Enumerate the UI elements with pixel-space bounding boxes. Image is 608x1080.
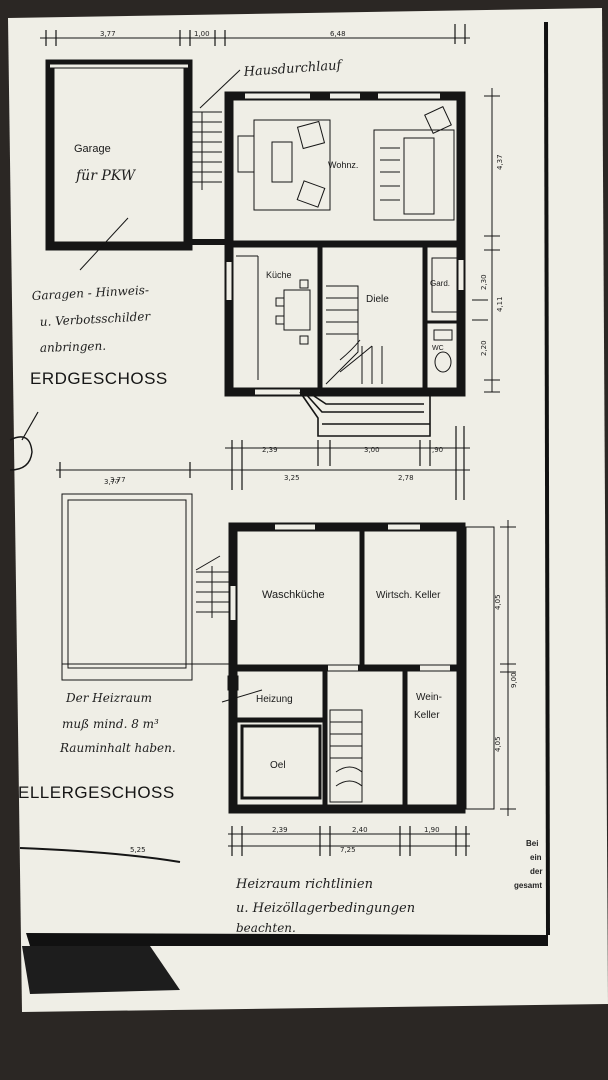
dim-right-1: 4,37 — [496, 154, 504, 170]
room-label-wirtschaftskeller: Wirtsch. Keller — [376, 590, 441, 601]
handnote-garage-2: u. Verbotsschilder — [39, 309, 151, 329]
dim-top-2: 1,00 — [194, 30, 210, 38]
side-note-4: gesamt — [514, 881, 542, 890]
footer-note-1: Heizraum richtlinien — [235, 877, 373, 892]
room-label-wohnzimmer: Wohnz. — [328, 160, 358, 170]
footer-note-3: beachten. — [236, 921, 296, 935]
handnote-heizraum-2: muß mind. 8 m³ — [62, 717, 159, 731]
sheet-border-right — [544, 21, 550, 936]
dim-basement-1: 2,39 — [272, 826, 288, 834]
room-label-garage: Garage — [74, 143, 111, 155]
dim-bottom-b1: 3,25 — [284, 474, 300, 482]
dim-right-3: 4,11 — [496, 296, 504, 312]
room-label-wc: WC — [432, 345, 444, 352]
dim-basement-2: 2,40 — [352, 826, 368, 834]
room-label-waschkueche: Waschküche — [262, 589, 325, 601]
dim-top-3: 6,48 — [330, 30, 346, 38]
handnote-garage-1: Garagen - Hinweis- — [31, 283, 149, 303]
ground-floor-title: ERDGESCHOSS — [30, 369, 168, 388]
dim-basement-right-2: 9,00 — [510, 672, 518, 688]
dim-basement-total-1: 5,25 — [130, 846, 146, 854]
handnote-hausdurchlauf: Hausdurchlauf — [242, 58, 344, 80]
dim-right-2: 2,30 — [480, 274, 488, 290]
footer-handnote: Heizraum richtlinien u. Heizöllagerbedin… — [235, 877, 415, 935]
side-note-3: der — [530, 867, 542, 876]
basement-labels: Waschküche Wirtsch. Keller Heizung Wein-… — [18, 478, 518, 854]
room-label-garderobe: Gard. — [430, 279, 450, 288]
room-label-oel: Oel — [270, 760, 286, 771]
dim-bottom-b2: 2,78 — [398, 474, 414, 482]
sheet-border-bottom — [26, 933, 548, 946]
handnote-heizraum-3: Rauminhalt haben. — [59, 741, 176, 755]
room-label-heizung: Heizung — [256, 694, 293, 705]
room-label-garage-pkw: für PKW — [75, 168, 137, 184]
paper-sheet — [8, 8, 608, 1012]
shadow-band — [22, 946, 180, 994]
room-label-diele: Diele — [366, 294, 389, 305]
side-note-1: Bei — [526, 839, 538, 848]
dim-right-4: 2,20 — [480, 340, 488, 356]
room-label-weinkeller-1: Wein- — [416, 692, 442, 703]
side-note-2: ein — [530, 853, 542, 862]
ground-floor-labels: 3,77 1,00 6,48 Hausdurchlauf Garage für … — [30, 30, 504, 484]
handnote-heizraum-1: Der Heizraum — [65, 691, 152, 705]
room-label-weinkeller-2: Keller — [414, 710, 440, 721]
basement-title: ELLERGESCHOSS — [18, 783, 175, 802]
dim-bottom-a3: ,90 — [432, 446, 443, 454]
footer-note-2: u. Heizöllagerbedingungen — [236, 901, 415, 916]
dim-basement-right-3: 4,05 — [494, 736, 502, 752]
handnote-garage-3: anbringen. — [40, 339, 107, 355]
dim-top-1: 3,77 — [100, 30, 116, 38]
dim-basement-garage: 3,77 — [104, 478, 120, 486]
dim-bottom-garage: 3,77 — [110, 476, 126, 484]
dim-bottom-a1: 2,39 — [262, 446, 278, 454]
dim-basement-3: 1,90 — [424, 826, 440, 834]
basement-plan — [19, 493, 516, 863]
dim-bottom-a2: 3,00 — [364, 446, 380, 454]
dim-basement-right-1: 4,05 — [494, 594, 502, 610]
dim-basement-total-2: 7,25 — [340, 846, 356, 854]
side-note: Bei ein der gesamt — [514, 839, 542, 890]
room-label-kueche: Küche — [266, 270, 292, 280]
ground-floor-plan — [9, 24, 500, 500]
